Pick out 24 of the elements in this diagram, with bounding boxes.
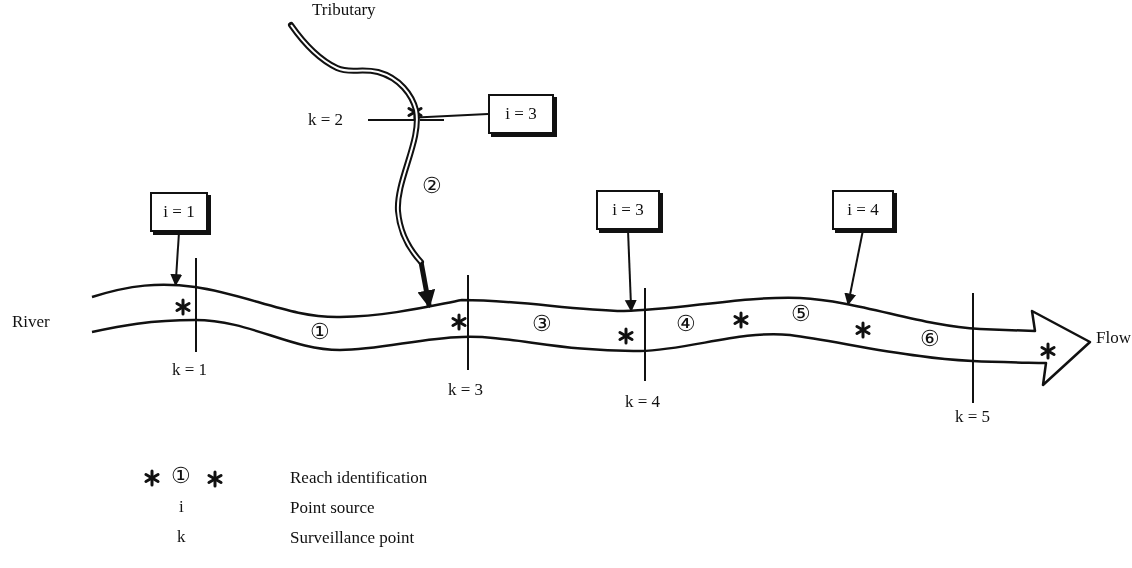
- reach-number: ①: [310, 322, 330, 342]
- point-source-box: i = 3: [596, 190, 660, 230]
- reach-number: ②: [422, 176, 442, 196]
- point-source-box: i = 3: [488, 94, 554, 134]
- legend-text: Surveillance point: [290, 528, 415, 548]
- surveillance-point-label: k = 5: [955, 407, 991, 427]
- legend-symbol: k: [177, 527, 186, 547]
- river-label: River: [12, 312, 50, 332]
- legend-text: Point source: [290, 498, 375, 518]
- point-source-box: i = 1: [150, 192, 208, 232]
- legend-symbol: i: [179, 497, 184, 517]
- tributary-label: Tributary: [312, 0, 376, 20]
- surveillance-point-label: k = 1: [172, 360, 208, 380]
- legend-symbol: ①: [171, 466, 191, 486]
- reach-number: ③: [532, 314, 552, 334]
- point-source-box: i = 4: [832, 190, 894, 230]
- flow-label: Flow: [1096, 328, 1131, 348]
- reach-number: ⑥: [920, 329, 940, 349]
- reach-number: ④: [676, 314, 696, 334]
- surveillance-point-label: k = 4: [625, 392, 661, 412]
- reach-number: ⑤: [791, 304, 811, 324]
- legend-text: Reach identification: [290, 468, 428, 488]
- surveillance-point-label: k = 3: [448, 380, 484, 400]
- surveillance-point-label: k = 2: [308, 110, 344, 130]
